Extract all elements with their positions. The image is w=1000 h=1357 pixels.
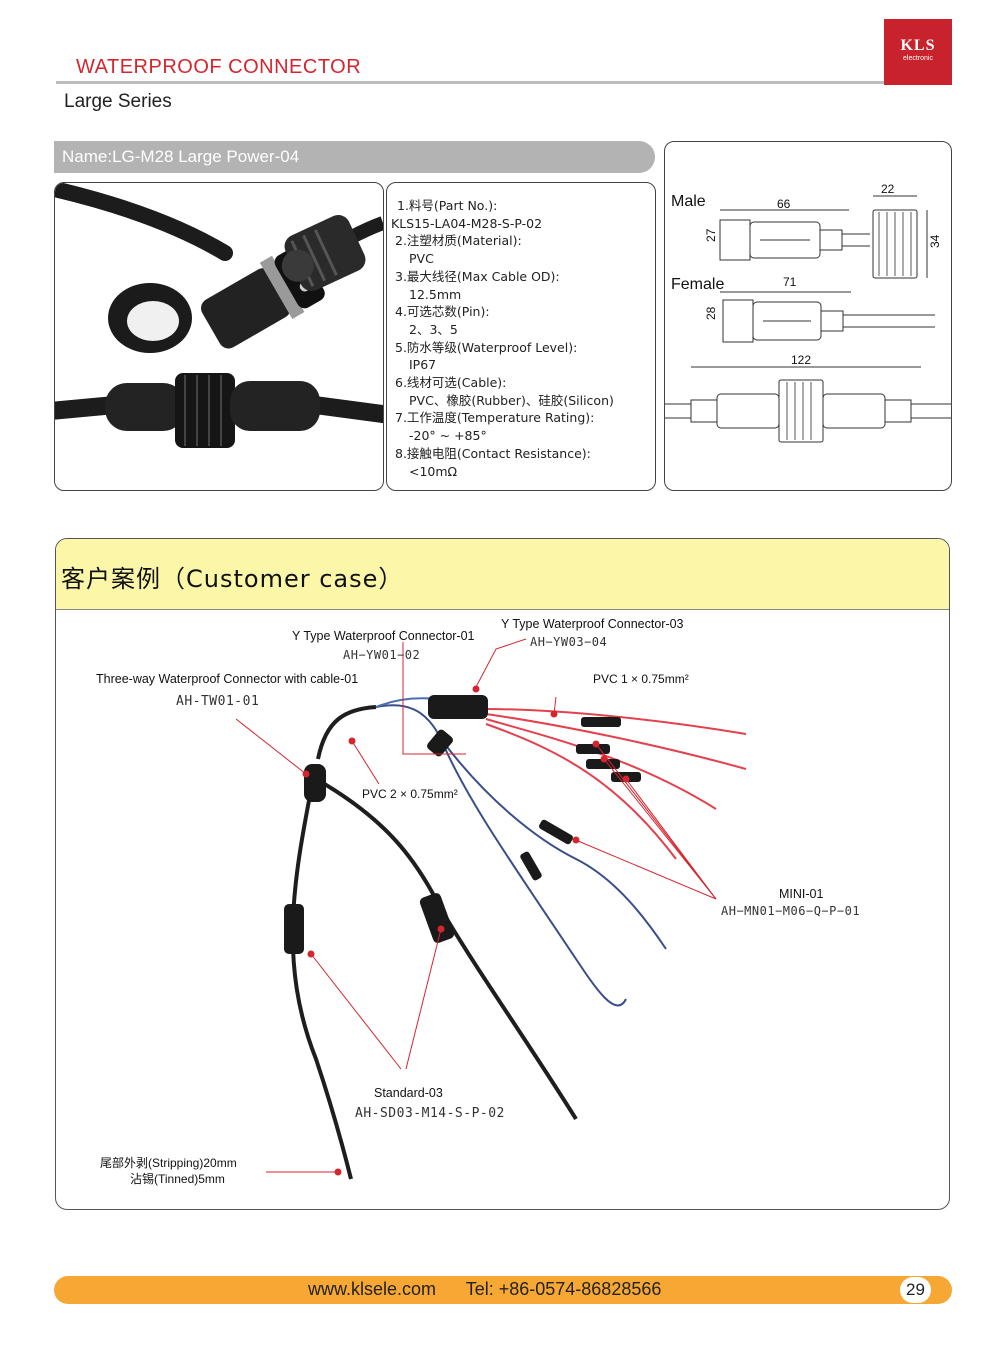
page-number: 29 (900, 1277, 931, 1303)
yw03-code-label: AH−YW03−04 (530, 635, 608, 649)
spec-label: 4.可选芯数(Pin): (395, 304, 490, 320)
tinned-label: 沾锡(Tinned)5mm (130, 1172, 225, 1186)
spec-label: 3.最大线径(Max Cable OD): (395, 268, 560, 284)
spec-label: 5.防水等级(Waterproof Level): (395, 339, 578, 355)
customer-case-title: 客户案例（Customer case） (61, 565, 404, 593)
spec-value: PVC (409, 251, 434, 267)
logo-subtext: electronic (903, 55, 933, 62)
dim-male-length: 66 (777, 197, 791, 211)
footer-contact: www.klsele.com Tel: +86-0574-86828566 (308, 1279, 662, 1299)
stripping-label: 尾部外剥(Stripping)20mm (100, 1156, 237, 1170)
dim-cap-height: 34 (928, 234, 942, 248)
dim-female-length: 71 (783, 275, 797, 289)
spec-label: 1.料号(Part No.): (397, 198, 498, 213)
spec-value: KLS15-LA04-M28-S-P-02 (391, 215, 543, 231)
mini-code-label: AH−MN01−M06−Q−P−01 (721, 904, 861, 918)
dim-female-height: 28 (704, 306, 718, 320)
spec-value: PVC、橡胶(Rubber)、硅胶(Silicon) (409, 392, 614, 408)
pvc2-label: PVC 2 × 0.75mm² (362, 787, 458, 801)
kls-logo: KLS electronic (884, 19, 952, 85)
dim-male-height: 27 (704, 228, 718, 242)
spec-label: 7.工作温度(Temperature Rating): (395, 410, 595, 426)
spec-label: 6.线材可选(Cable): (395, 375, 507, 391)
mini-name-label: MINI-01 (779, 887, 824, 901)
product-photo (54, 182, 384, 491)
product-name-bar: Name:LG-M28 Large Power-04 (54, 141, 655, 173)
female-label: Female (671, 276, 724, 293)
dim-total-length: 122 (791, 353, 811, 367)
customer-case-header (56, 539, 949, 610)
spec-list: 1.料号(Part No.): KLS15-LA04-M28-S-P-02 2.… (386, 182, 656, 491)
series-subtitle: Large Series (64, 91, 172, 112)
spec-value: 12.5mm (409, 286, 462, 302)
yw03-name-label: Y Type Waterproof Connector-03 (501, 617, 684, 631)
dim-cap-width: 22 (881, 182, 895, 196)
dimension-drawing: Male 66 27 22 34 Female 71 28 122 (664, 141, 952, 491)
connector-photo-illustration (55, 183, 383, 448)
spec-value: IP67 (409, 357, 437, 373)
yw01-name-label: Y Type Waterproof Connector-01 (292, 629, 475, 643)
std-name-label: Standard-03 (374, 1086, 443, 1100)
wiring-illustration (235, 638, 747, 1180)
spec-label: 2.注塑材质(Material): (395, 233, 522, 249)
spec-value: 2、3、5 (409, 321, 458, 337)
logo-text: KLS (900, 37, 936, 54)
footer-bar (54, 1276, 952, 1304)
spec-value: -20° ~ +85° (409, 428, 487, 444)
std-code-label: AH-SD03-M14-S-P-02 (355, 1106, 505, 1121)
spec-value: <10mΩ (409, 463, 458, 479)
yw01-code-label: AH−YW01−02 (343, 648, 421, 662)
dimension-drawing-svg: Male 66 27 22 34 Female 71 28 122 (665, 182, 951, 443)
customer-case-panel: 客户案例（Customer case） (55, 538, 950, 1210)
tw01-code-label: AH-TW01-01 (176, 694, 260, 709)
section-title: WATERPROOF CONNECTOR (76, 56, 362, 78)
header-divider (56, 81, 884, 84)
spec-label: 8.接触电阻(Contact Resistance): (395, 445, 591, 461)
male-label: Male (671, 193, 706, 210)
tw01-name-label: Three-way Waterproof Connector with cabl… (96, 672, 359, 686)
pvc1-label: PVC 1 × 0.75mm² (593, 672, 689, 686)
